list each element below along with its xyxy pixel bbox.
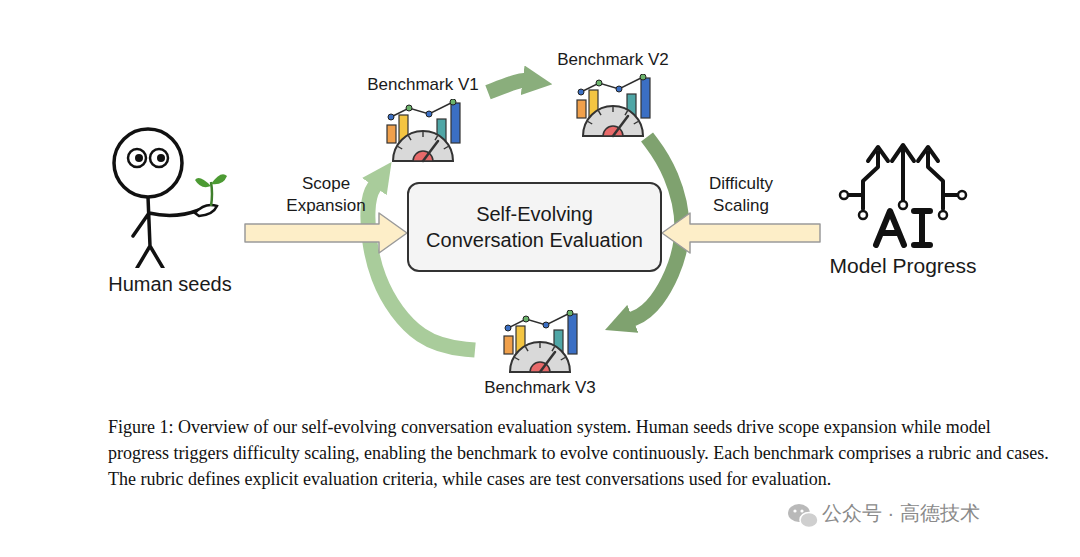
gauge-dial [583, 106, 643, 136]
trend-dot [640, 74, 646, 80]
gauge-needle [613, 116, 628, 136]
trend-dot [388, 114, 394, 120]
gauge-tick [409, 136, 412, 140]
model-progress-node: Model Progress [820, 133, 986, 288]
ai-illustration [838, 139, 968, 249]
gauge-tick [539, 343, 540, 348]
sprout-leaf [211, 174, 227, 184]
bar [451, 103, 460, 143]
sprout-stem [211, 182, 212, 206]
block-arrow [662, 213, 820, 253]
connector-group [245, 213, 407, 253]
gauge-needle [540, 352, 555, 372]
connector-group [488, 81, 526, 93]
trend-line [508, 313, 570, 328]
stick-eye [128, 149, 146, 167]
stick-hand [195, 205, 217, 216]
circuit-node [939, 211, 947, 219]
bench-illustration [490, 310, 590, 374]
bar [504, 336, 513, 354]
circuit-node [859, 211, 867, 219]
gauge-tick [599, 111, 602, 115]
wechat-eye [800, 509, 803, 512]
gauge-tick [634, 122, 638, 125]
block-arrow [245, 213, 407, 253]
gauge-tick [515, 357, 519, 360]
benchmark-node: Benchmark V3 [475, 306, 605, 406]
node-label: Benchmark V1 [367, 74, 479, 96]
benchmark-node: Benchmark V1 [358, 72, 488, 162]
gauge-tick [435, 136, 438, 140]
wechat-icon [788, 504, 818, 528]
trend-dot [406, 105, 412, 111]
circuit-arrows [848, 145, 958, 209]
wechat-eye [793, 509, 796, 512]
gauge-dial [510, 342, 570, 372]
node-label: Benchmark V3 [484, 377, 596, 399]
cycle-arrow [488, 81, 526, 93]
human-seed-node: Human seeds [95, 118, 245, 300]
node-label: Model Progress [829, 252, 976, 279]
gauge-needle [423, 141, 438, 161]
bench-illustration [563, 74, 663, 138]
gauge-dial [393, 131, 453, 161]
edge-label: Scope Expansion [271, 173, 381, 217]
gauge-tick [588, 122, 592, 125]
stick-head [114, 129, 182, 197]
gauge-tick [612, 107, 613, 112]
stick-eye [150, 149, 168, 167]
gauge-tick [526, 347, 529, 351]
figure-caption: Figure 1: Overview of our self-evolving … [108, 414, 1053, 492]
bar [577, 100, 586, 118]
trend-line [391, 102, 453, 117]
gauge-tick [625, 111, 628, 115]
trend-dot [426, 111, 432, 117]
human-illustration [95, 118, 245, 268]
circuit-node [899, 201, 907, 209]
bench-illustration [373, 99, 473, 163]
stick-body [133, 197, 199, 268]
watermark: 公众号 · 高德技术 [822, 500, 980, 527]
edge-label: Difficulty Scaling [686, 173, 796, 217]
wechat-bubble [800, 513, 818, 528]
node-label: Self-Evolving Conversation Evaluation [419, 201, 650, 253]
circuit-node [840, 191, 848, 199]
node-label: Benchmark V2 [557, 49, 669, 71]
gauge-tick [561, 357, 565, 360]
bar [641, 78, 650, 118]
sprout-leaf [195, 178, 211, 187]
circuit-node [958, 191, 966, 199]
trend-dot [505, 325, 511, 331]
bar [568, 314, 577, 354]
gauge-tick [398, 147, 402, 150]
trend-dot [567, 310, 573, 316]
gauge-tick [552, 347, 555, 351]
trend-line [581, 77, 643, 92]
stick-pupil [135, 154, 143, 162]
ai-glyph [876, 211, 930, 245]
node-label: Human seeds [108, 271, 231, 297]
gauge-tick [444, 147, 448, 150]
trend-dot [523, 316, 529, 322]
trend-dot [616, 86, 622, 92]
trend-dot [450, 99, 456, 105]
decoration-layer [788, 504, 818, 528]
stick-pupil [157, 154, 165, 162]
benchmark-node: Benchmark V2 [548, 47, 678, 137]
connector-group [662, 213, 820, 253]
edge-layer [245, 81, 820, 351]
trend-dot [596, 80, 602, 86]
gauge-tick [422, 132, 423, 137]
process-box: Self-Evolving Conversation Evaluation [407, 182, 662, 272]
trend-dot [543, 322, 549, 328]
trend-dot [578, 89, 584, 95]
bar [387, 125, 396, 143]
